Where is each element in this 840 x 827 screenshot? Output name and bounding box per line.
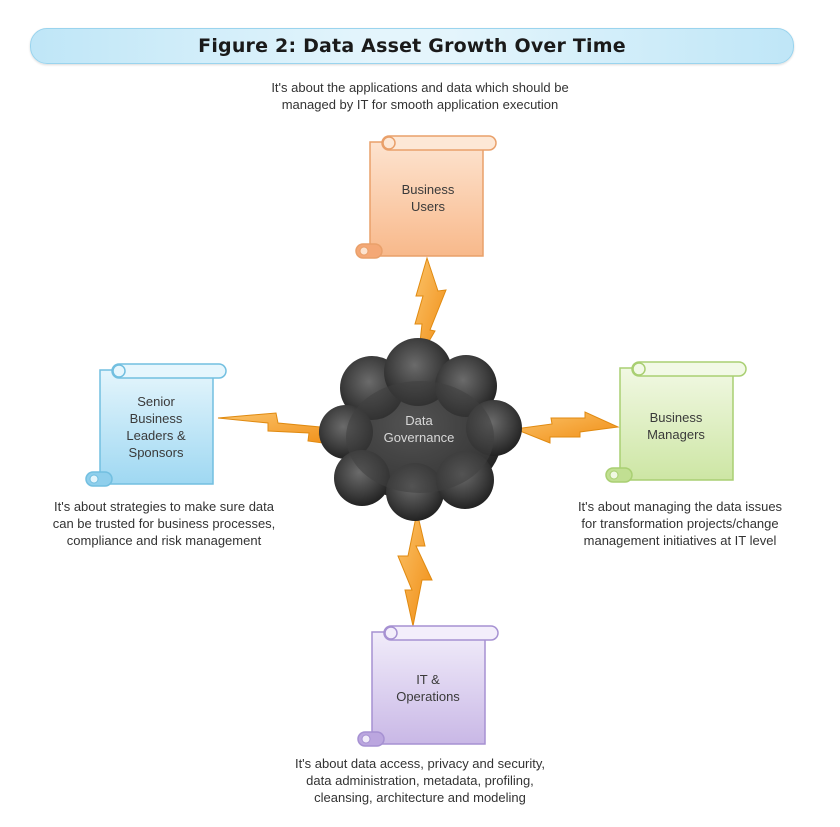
caption-senior-business-leaders: It's about strategies to make sure data …	[52, 499, 276, 548]
caption-business-users: It's about the applications and data whi…	[271, 80, 569, 112]
node-senior-business-leaders: Senior Business Leaders & Sponsors	[126, 394, 186, 460]
node-business-users: Business Users	[401, 182, 455, 214]
connector-bottom-lightning	[397, 511, 433, 627]
caption-it-operations: It's about data access, privacy and secu…	[294, 756, 546, 805]
scroll-it-operations	[357, 625, 499, 747]
node-business-managers: Business Managers	[647, 410, 705, 442]
scroll-business-managers	[605, 361, 747, 483]
title-banner: Figure 2: Data Asset Growth Over Time	[30, 28, 794, 64]
scroll-business-users	[355, 135, 497, 259]
figure-title: Figure 2: Data Asset Growth Over Time	[198, 35, 626, 57]
cloud-shape	[319, 338, 522, 521]
node-data-governance: Data Governance	[383, 413, 455, 445]
connector-right-lightning	[513, 411, 620, 444]
caption-business-managers: It's about managing the data issues for …	[577, 499, 783, 548]
scroll-senior-business-leaders	[85, 363, 227, 487]
node-it-operations: IT & Operations	[396, 672, 460, 704]
